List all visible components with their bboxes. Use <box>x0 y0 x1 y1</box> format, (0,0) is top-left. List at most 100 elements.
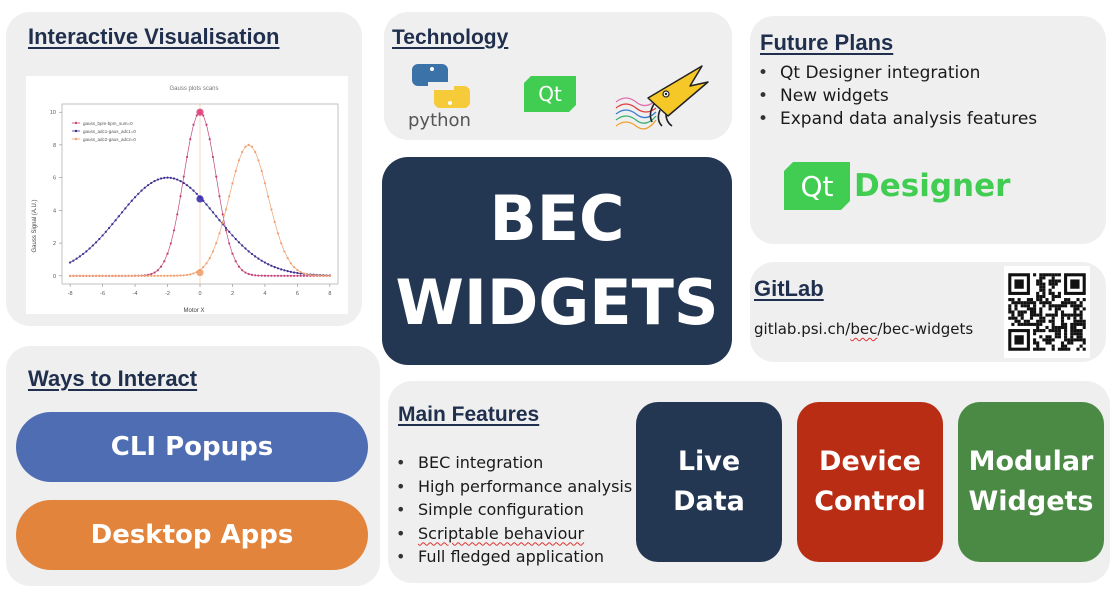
series-point <box>276 267 280 270</box>
qr-module <box>1079 310 1083 314</box>
qr-module <box>1008 304 1012 308</box>
qr-module <box>1026 322 1030 326</box>
desktop-apps-button[interactable]: Desktop Apps <box>16 500 368 570</box>
qr-module <box>1076 319 1080 323</box>
series-point <box>237 265 241 268</box>
series-point <box>293 274 296 277</box>
series-point <box>94 274 98 277</box>
series-point <box>91 274 94 277</box>
qr-module <box>1042 301 1046 305</box>
qr-module <box>1048 279 1052 283</box>
live-data-box[interactable]: Live Data <box>636 402 782 562</box>
qr-module <box>1033 332 1037 336</box>
y-tick-label: 0 <box>53 274 56 280</box>
series-point <box>104 230 107 233</box>
qr-module <box>1026 301 1030 305</box>
series-point <box>176 213 179 216</box>
series-point <box>250 252 254 256</box>
series-point <box>192 123 195 126</box>
qr-module <box>1082 307 1086 311</box>
qr-module <box>1033 322 1037 326</box>
series-point <box>179 195 182 198</box>
series-point <box>315 274 318 277</box>
gitlab-qr-code[interactable] <box>1004 266 1090 358</box>
qr-module <box>1039 273 1043 277</box>
qr-module <box>1042 285 1046 289</box>
qr-module <box>1020 322 1024 326</box>
qr-module <box>1039 310 1043 314</box>
qr-module <box>1020 304 1024 308</box>
x-tick-label: -6 <box>100 291 105 297</box>
future-plan-item: Qt Designer integration <box>758 62 1037 85</box>
qr-module <box>1070 335 1074 339</box>
modular-widgets-line1: Modular <box>968 446 1094 477</box>
series-point <box>130 199 133 202</box>
series-point <box>263 261 267 264</box>
series-point <box>257 159 260 162</box>
qr-module <box>1060 319 1065 323</box>
device-control-box[interactable]: Device Control <box>797 402 943 562</box>
qr-module <box>1008 307 1012 311</box>
series-point <box>293 266 296 269</box>
series-point <box>263 274 267 277</box>
gitlab-link-group: bec <box>850 320 878 338</box>
qr-module <box>1051 313 1055 317</box>
technology-panel: Technology python Qt <box>384 12 732 140</box>
qr-module <box>1048 291 1052 295</box>
series-point <box>218 195 221 198</box>
series-point <box>241 150 244 154</box>
series-point <box>208 257 211 260</box>
series-point <box>260 169 263 173</box>
series-point <box>169 176 172 179</box>
qr-module <box>1042 273 1046 277</box>
qr-module <box>1029 310 1034 314</box>
series-point <box>117 215 120 218</box>
qr-module <box>1076 322 1080 326</box>
cli-popups-button[interactable]: CLI Popups <box>16 412 368 482</box>
series-point <box>182 175 185 178</box>
qr-module <box>1064 313 1068 317</box>
qr-module <box>1042 276 1046 280</box>
series-point <box>224 226 228 230</box>
qr-module <box>1039 298 1043 302</box>
qr-module <box>1064 329 1068 333</box>
series-point <box>189 186 192 189</box>
qr-module <box>1073 338 1077 342</box>
qt-designer-mark: Qt <box>784 162 850 210</box>
gitlab-link[interactable]: gitlab.psi.ch/bec/bec-widgets <box>754 320 973 338</box>
qt-designer-text: Designer <box>854 168 1011 204</box>
qr-module <box>1036 279 1040 283</box>
qr-module <box>1036 291 1040 295</box>
series-point <box>169 242 172 245</box>
x-tick-label: 8 <box>328 291 331 297</box>
qr-module <box>1076 307 1080 311</box>
qr-module <box>1064 344 1068 348</box>
feature-item-text: Scriptable behaviour <box>418 523 585 543</box>
qr-module <box>1026 298 1030 302</box>
qr-module <box>1082 341 1086 345</box>
modular-widgets-box[interactable]: Modular Widgets <box>958 402 1104 562</box>
series-point <box>137 192 140 195</box>
legend-entry: gauss_adc1-gaus_adc1=0 <box>83 129 136 134</box>
series-point <box>218 219 221 222</box>
qr-module <box>1029 322 1034 326</box>
series-point <box>69 261 72 264</box>
qr-module <box>1051 276 1055 280</box>
qr-module <box>1039 313 1043 317</box>
x-tick-label: -2 <box>165 291 170 297</box>
qt-logo: Qt <box>524 76 576 112</box>
device-control-line2: Control <box>814 486 926 517</box>
qr-module <box>1073 316 1077 320</box>
qr-module <box>1054 307 1058 311</box>
qr-module <box>1060 301 1065 305</box>
qr-module <box>1057 329 1061 333</box>
feature-item: Full fledged application <box>396 545 632 569</box>
qr-module <box>1020 316 1024 320</box>
series-point <box>286 270 289 273</box>
y-tick-label: 8 <box>53 143 56 149</box>
series-point <box>312 274 315 277</box>
qr-module <box>1011 310 1015 314</box>
qr-module <box>1042 304 1046 308</box>
banner-line-widgets: WIDGETS <box>395 266 719 339</box>
qr-module <box>1048 338 1052 342</box>
